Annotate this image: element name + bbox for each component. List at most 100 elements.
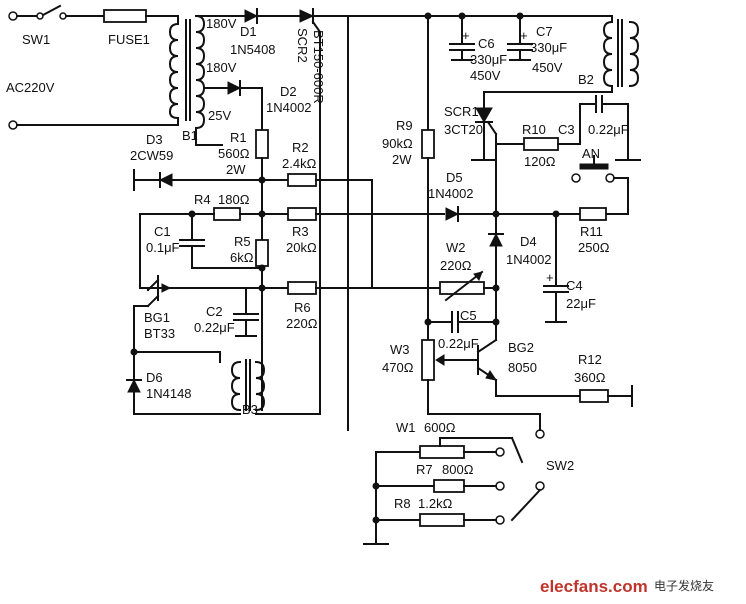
- label-w3: W3: [390, 342, 410, 357]
- b2-transformer: [483, 15, 640, 109]
- scr1: [471, 95, 641, 215]
- label-r9: R9: [396, 118, 413, 133]
- label-r12: R12: [578, 352, 602, 367]
- label-sw2: SW2: [546, 458, 574, 473]
- watermark-site: elecfans.com: [540, 577, 648, 596]
- r4-body: [213, 207, 241, 221]
- mains-input: [8, 4, 206, 130]
- bulk-caps: [449, 15, 533, 61]
- r8-body: [419, 513, 465, 527]
- label-c2: C2: [206, 304, 223, 319]
- label-c7-value: 330μF: [530, 40, 567, 55]
- label-d4: D4: [520, 234, 537, 249]
- r7-body: [433, 479, 465, 493]
- label-r2-value: 2.4kΩ: [282, 156, 317, 171]
- label-25v: 25V: [208, 108, 231, 123]
- r1-body: [255, 129, 269, 159]
- label-d4-value: 1N4002: [506, 252, 552, 267]
- label-c3-value: 0.22μF: [588, 122, 629, 137]
- label-scr2: SCR2: [295, 28, 310, 63]
- label-c4: C4: [566, 278, 583, 293]
- label-r1: R1: [230, 130, 247, 145]
- label-r5: R5: [234, 234, 251, 249]
- r6-body: [287, 281, 317, 295]
- label-bg1: BG1: [144, 310, 170, 325]
- label-r8: R8: [394, 496, 411, 511]
- d3-symbol: [158, 173, 173, 187]
- label-d3-value: 2CW59: [130, 148, 173, 163]
- d5-symbol: [445, 207, 460, 221]
- label-r1-value: 560Ω: [218, 146, 250, 161]
- label-r11: R11: [580, 224, 603, 239]
- label-r1-watt: 2W: [226, 162, 246, 177]
- label-c7: C7: [536, 24, 553, 39]
- label-scr1: SCR1: [444, 104, 479, 119]
- label-r10: R10: [522, 122, 546, 137]
- label-d1-value: 1N5408: [230, 42, 276, 57]
- label-b1: B1: [182, 128, 198, 143]
- label-w3-value: 470Ω: [382, 360, 414, 375]
- component-labels: SW1 FUSE1 AC220V B1 180V 180V 25V D1 1N5…: [6, 16, 629, 511]
- scr1-symbol: [475, 107, 493, 124]
- r9: [421, 15, 435, 326]
- r3-body: [287, 207, 317, 221]
- label-w2: W2: [446, 240, 466, 255]
- r10-body: [523, 137, 559, 151]
- label-r8-value: 1.2kΩ: [418, 496, 453, 511]
- w3-body: [421, 339, 435, 381]
- r11-body: [579, 207, 607, 221]
- scr2-and-rail: [299, 8, 613, 431]
- c2: [233, 287, 259, 337]
- label-scr1-value: 3CT20: [444, 122, 483, 137]
- label-r3-value: 20kΩ: [286, 240, 317, 255]
- r5-body: [255, 239, 269, 267]
- sw2-selector: [363, 429, 545, 545]
- label-r9-watt: 2W: [392, 152, 412, 167]
- label-d5-value: 1N4002: [428, 186, 474, 201]
- d6-symbol: [127, 378, 141, 393]
- label-180v-b: 180V: [206, 60, 237, 75]
- label-c4-value: 22μF: [566, 296, 596, 311]
- r2-body: [287, 173, 317, 187]
- label-ac220v: AC220V: [6, 80, 55, 95]
- label-c6-value: 330μF: [470, 52, 507, 67]
- label-d2-value: 1N4002: [266, 100, 312, 115]
- label-c6-voltage: 450V: [470, 68, 501, 83]
- label-b3: B3: [242, 402, 258, 417]
- label-d3: D3: [146, 132, 163, 147]
- d4-c4: [488, 213, 569, 341]
- c4-plus: +: [546, 270, 554, 285]
- label-r5-value: 6kΩ: [230, 250, 254, 265]
- r9-body: [421, 129, 435, 159]
- label-c1-value: 0.1μF: [146, 240, 180, 255]
- label-r12-value: 360Ω: [574, 370, 606, 385]
- d3-zener: [133, 169, 266, 191]
- label-c7-voltage: 450V: [532, 60, 563, 75]
- label-r11-value: 250Ω: [578, 240, 610, 255]
- watermark-cn: 电子发烧友: [654, 578, 714, 593]
- label-r2: R2: [292, 140, 309, 155]
- c6-plus: +: [462, 28, 470, 43]
- label-c3: C3: [558, 122, 575, 137]
- fuse1-body: [103, 9, 147, 23]
- label-r6-value: 220Ω: [286, 316, 318, 331]
- label-d2: D2: [280, 84, 297, 99]
- label-w1-value: 600Ω: [424, 420, 456, 435]
- r2: [261, 173, 373, 289]
- label-scr2-value: BT150-600R: [311, 30, 326, 104]
- an-button: [571, 155, 629, 215]
- mid-row: [139, 206, 607, 289]
- bg2-stage: [421, 311, 633, 431]
- label-d6-value: 1N4148: [146, 386, 192, 401]
- label-d1: D1: [240, 24, 257, 39]
- label-sw1: SW1: [22, 32, 50, 47]
- label-c2-value: 0.22μF: [194, 320, 235, 335]
- label-bg2: BG2: [508, 340, 534, 355]
- label-an: AN: [582, 146, 600, 161]
- label-r6: R6: [294, 300, 311, 315]
- w1-body: [419, 445, 465, 459]
- watermark: elecfans.com 电子发烧友: [540, 577, 714, 596]
- label-r3: R3: [292, 224, 309, 239]
- r12-body: [579, 389, 609, 403]
